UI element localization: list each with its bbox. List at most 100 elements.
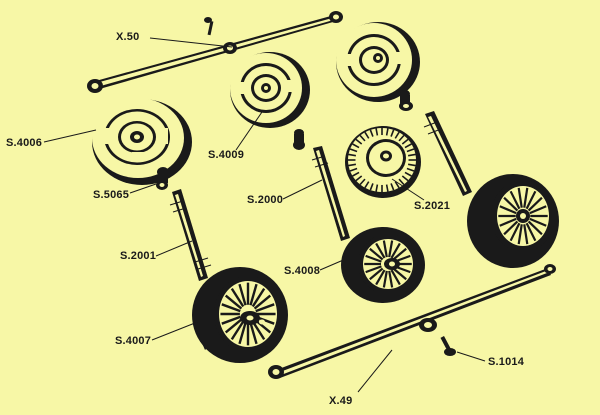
label-s4008: S.4008 [284,265,320,277]
crank-pin-s5065 [156,167,169,190]
spoke [369,247,384,261]
gear-teeth [348,128,416,192]
spoke [388,270,394,288]
label-s1014: S.1014 [488,356,525,368]
crank-pin-mid [293,129,305,150]
spoke [517,224,523,245]
gear-tooth [364,131,370,139]
spoke [517,187,523,208]
wheel-s4009 [230,52,310,128]
spoke [251,320,266,341]
wheel-s4008 [341,227,425,303]
gear-s2021 [345,126,421,198]
gear-tooth [394,181,400,189]
spoke [255,303,275,313]
gear-tooth [352,143,360,149]
spokes-big [220,282,276,346]
gear-tooth [407,153,416,157]
screw-top [204,17,214,36]
spoke [392,267,407,281]
spoke [382,240,388,258]
gear-tooth [390,129,395,137]
spoke [382,270,388,288]
spoke [503,220,519,236]
gear-tooth [369,129,374,137]
part-labels: X.50 S.4006 S.4009 S.5065 S.2000 S.2021 … [6,31,525,407]
wheel-s4007 [192,267,288,363]
spoke [221,315,241,325]
gear-tooth [359,178,366,186]
gear-tooth [406,167,415,172]
label-s4006: S.4006 [6,137,42,149]
gear-tooth [406,148,415,153]
gear-tooth [385,128,389,136]
spoke [523,224,529,245]
gear-tooth [401,138,409,145]
spokes-mid [364,240,412,288]
gear-tooth [394,131,400,139]
gear-tooth [398,178,405,186]
axle-s2001 [169,189,212,281]
spoke [523,187,529,208]
spoke [529,217,547,227]
wheel-s4006 [92,98,192,185]
spoke [230,287,245,308]
spoke [224,318,243,334]
spoke [224,294,243,310]
gear-tooth [390,183,395,191]
spoke [221,303,241,313]
spokes-right [498,187,548,245]
crank-pin-right [399,90,413,111]
spoke [369,267,384,281]
gear-tooth [355,138,363,145]
gear-tooth [352,171,360,177]
label-x50: X.50 [116,31,139,43]
gear-tooth [375,184,379,192]
coupling-rod-x49 [268,264,556,379]
gear-tooth [364,181,370,189]
gear-tooth [407,163,416,167]
spoke [525,222,537,242]
label-x49: X.49 [329,395,352,407]
spoke [529,205,547,215]
spoke [251,287,266,308]
spoke [509,190,521,210]
wheel-top-right [336,22,420,102]
spoke [365,254,382,263]
spoke [238,322,247,345]
gear-tooth [401,175,409,182]
gear-tooth [355,175,363,182]
spoke [525,190,537,210]
spoke [249,283,258,306]
spoke [390,269,401,286]
label-s2001: S.2001 [120,250,156,262]
spoke [365,265,382,274]
axle-right [423,111,472,196]
spoke [392,247,407,261]
spoke [527,196,543,212]
spoke [388,240,394,258]
spoke [375,269,386,286]
gear-tooth [404,143,412,149]
gear-tooth [349,167,358,172]
spoke [509,222,521,242]
spoke [499,205,517,215]
spoke [390,242,401,259]
gear-tooth [385,184,389,192]
spoke [375,242,386,259]
axle-s2000 [311,146,350,241]
gear-tooth [375,128,379,136]
spoke [238,283,247,306]
spoke [230,320,245,341]
spoke [503,196,519,212]
gear-tooth [369,183,374,191]
wheel-spoked-right [467,174,559,268]
gear-tooth [398,134,405,142]
label-s2021: S.2021 [414,200,450,212]
spoke [253,294,272,310]
gear-tooth [348,153,357,157]
leader-lines [43,37,486,393]
screw-s1014 [440,335,456,356]
